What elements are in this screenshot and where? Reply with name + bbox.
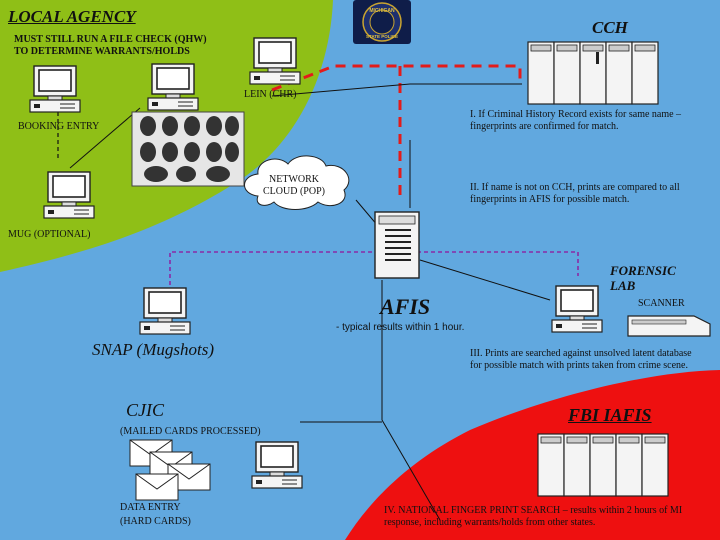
- workstation-icon-snap: [139, 287, 191, 335]
- link-forensic-afis: [419, 259, 551, 301]
- fbi-region: [345, 370, 720, 540]
- note-4: IV. NATIONAL FINGER PRINT SEARCH – resul…: [384, 505, 683, 528]
- network-cloud-line1: NETWORK: [269, 174, 319, 185]
- link-afis-fbi: [381, 419, 441, 521]
- booking-entry-label: BOOKING ENTRY: [18, 121, 100, 132]
- cloud-icon: [244, 155, 350, 210]
- police-badge-icon: MICHIGAN STATE POLICE: [353, 0, 411, 44]
- mug-label: MUG (OPTIONAL): [8, 229, 91, 240]
- local-agency-notice-line1: MUST STILL RUN A FILE CHECK (QHW): [14, 34, 207, 45]
- badge-line2: STATE POLICE: [366, 34, 398, 39]
- scanner-label: SCANNER: [638, 298, 685, 309]
- afis-title: AFIS: [380, 294, 431, 319]
- workstation-icon-mug: [43, 171, 95, 219]
- local-agency-title: LOCAL AGENCY: [8, 7, 136, 26]
- badge-line1: MICHIGAN: [369, 8, 395, 14]
- cjic-data-entry-line1: DATA ENTRY: [120, 502, 181, 513]
- purple-link-forensic: [169, 251, 579, 285]
- envelope-icon: [129, 439, 211, 501]
- link-booking-cards: [69, 107, 141, 169]
- cjic-mailed-cards: (MAILED CARDS PROCESSED): [120, 426, 261, 437]
- cch-title: CCH: [592, 18, 628, 37]
- afis-typical-results: - typical results within 1 hour.: [336, 322, 465, 333]
- link-lein-cch: [271, 83, 522, 97]
- workstation-icon-lein: [249, 37, 301, 85]
- workstation-icon-local: [147, 63, 199, 111]
- red-link-lein-cch: [271, 64, 522, 92]
- cjic-title: CJIC: [126, 400, 164, 420]
- local-agency-notice-line2: TO DETERMINE WARRANTS/HOLDS: [14, 46, 190, 57]
- forensic-lab-line2: LAB: [610, 278, 636, 293]
- note-2: II. If name is not on CCH, prints are co…: [470, 182, 680, 205]
- scanner-icon: [627, 315, 711, 337]
- afis-server-icon: [374, 211, 420, 279]
- note-3: III. Prints are searched against unsolve…: [470, 348, 692, 371]
- workstation-icon-cjic: [251, 441, 303, 489]
- cch-server-cabinet-icon: [527, 41, 659, 105]
- fingerprint-card-icon: [131, 111, 245, 187]
- fbi-iafis-title: FBI IAFIS: [568, 405, 652, 425]
- cjic-data-entry-line2: (HARD CARDS): [120, 516, 191, 527]
- snap-title: SNAP (Mugshots): [92, 340, 214, 359]
- lein-label: LEIN (CHR): [244, 89, 297, 100]
- network-cloud-line2: CLOUD (POP): [263, 186, 325, 197]
- workstation-icon-booking: [29, 65, 81, 113]
- connector-lines: [57, 64, 579, 521]
- note-1: I. If Criminal History Record exists for…: [470, 109, 682, 132]
- forensic-lab-line1: FORENSIC: [610, 263, 676, 278]
- fbi-server-cabinet-icon: [537, 433, 669, 497]
- workstation-icon-forensic: [551, 285, 603, 333]
